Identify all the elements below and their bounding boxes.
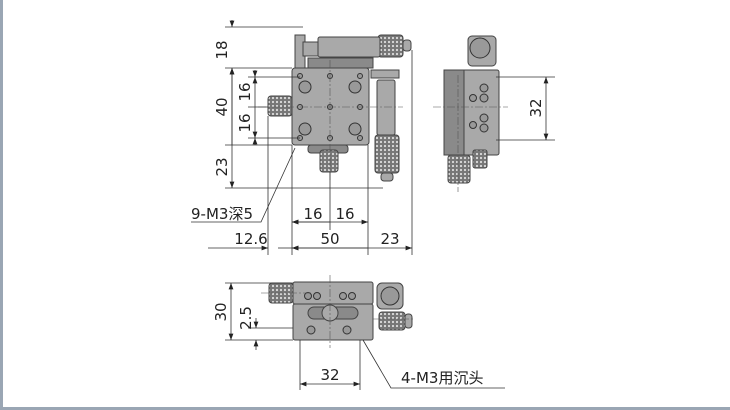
micrometer-sleeve [317,36,381,58]
side-slide [443,69,465,156]
technical-drawing: 18 40 23 16 16 12.6 50 23 16 16 9-M3深5 3… [191,20,555,390]
dim-front-30: 30 [212,302,230,321]
micrometer-knurl [377,34,404,58]
side-knob-small [472,149,488,169]
right-bracket [370,69,400,79]
micrometer-cap [402,39,412,52]
dim-top-18: 18 [213,40,231,59]
right-micrometer-sleeve [376,79,396,136]
dim-front-2-5: 2.5 [237,306,255,330]
right-micrometer-knurl [374,134,400,174]
dim-side-32: 32 [527,98,545,117]
dim-hole-16-right: 16 [335,205,354,223]
side-micrometer-knurl [447,154,471,184]
bottom-knob [319,149,339,173]
dim-front-32: 32 [320,366,339,384]
callout-counterbore: 4-M3用沉头 [401,369,483,387]
front-micrometer-knurl [378,311,406,331]
dim-height-40: 40 [213,97,231,116]
callout-tapped-holes: 9-M3深5 [191,205,253,223]
dim-right-23: 23 [380,230,399,248]
dim-width-50: 50 [320,230,339,248]
dim-bottom-23: 23 [213,157,231,176]
top-view: 18 40 23 16 16 12.6 50 23 16 16 9-M3深5 [191,20,413,255]
side-view: 32 [433,35,555,192]
front-view: 30 2.5 32 4-M3用沉头 [212,275,505,390]
left-knob [267,95,293,117]
dim-inner-16-top: 16 [236,82,254,101]
dim-inner-16-bottom: 16 [236,113,254,132]
dim-12-6: 12.6 [234,230,267,248]
dim-hole-16-left: 16 [303,205,322,223]
stage-edge [307,57,374,69]
right-micrometer-cap [380,172,394,182]
